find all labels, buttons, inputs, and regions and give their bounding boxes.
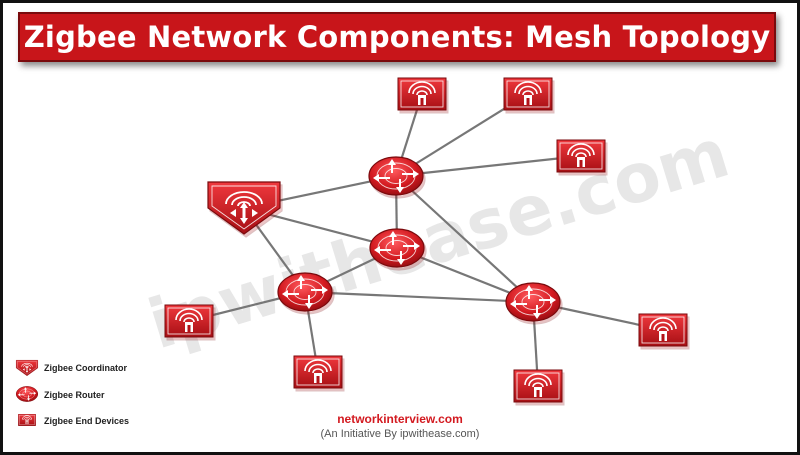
legend-router-icon <box>15 385 39 403</box>
page-title: Zigbee Network Components: Mesh Topology <box>23 20 771 54</box>
mesh-nodes <box>164 77 690 406</box>
end-device-icon-e4 <box>164 304 216 341</box>
end-device-icon-e1 <box>397 77 449 114</box>
footer-initiative: (An Initiative By ipwithease.com) <box>320 428 480 440</box>
router-icon-r4 <box>505 282 563 325</box>
end-device-icon-e5 <box>293 355 345 392</box>
end-device-icon-e3 <box>556 139 608 176</box>
mesh-links <box>188 93 664 387</box>
legend-coordinator-label: Zigbee Coordinator <box>44 363 127 373</box>
end-device-icon-e7 <box>513 369 565 406</box>
legend-end-device-label: Zigbee End Devices <box>44 416 130 426</box>
title-banner: Zigbee Network Components: Mesh Topology <box>18 12 776 62</box>
router-icon-r2 <box>369 228 427 271</box>
router-icon-r1 <box>368 156 426 199</box>
legend-coordinator-icon <box>15 359 39 377</box>
footer-site: networkinterview.com <box>337 412 463 426</box>
legend-router-label: Zigbee Router <box>44 390 105 400</box>
coordinator-icon-c1 <box>207 181 283 238</box>
link-e3-r1 <box>395 154 582 178</box>
link-r1-r4 <box>395 175 534 303</box>
link-r3-r4 <box>304 290 534 304</box>
end-device-icon-e2 <box>503 77 555 114</box>
legend-end-device-icon <box>18 413 36 427</box>
end-device-icon-e6 <box>638 313 690 350</box>
router-icon-r3 <box>277 272 335 315</box>
